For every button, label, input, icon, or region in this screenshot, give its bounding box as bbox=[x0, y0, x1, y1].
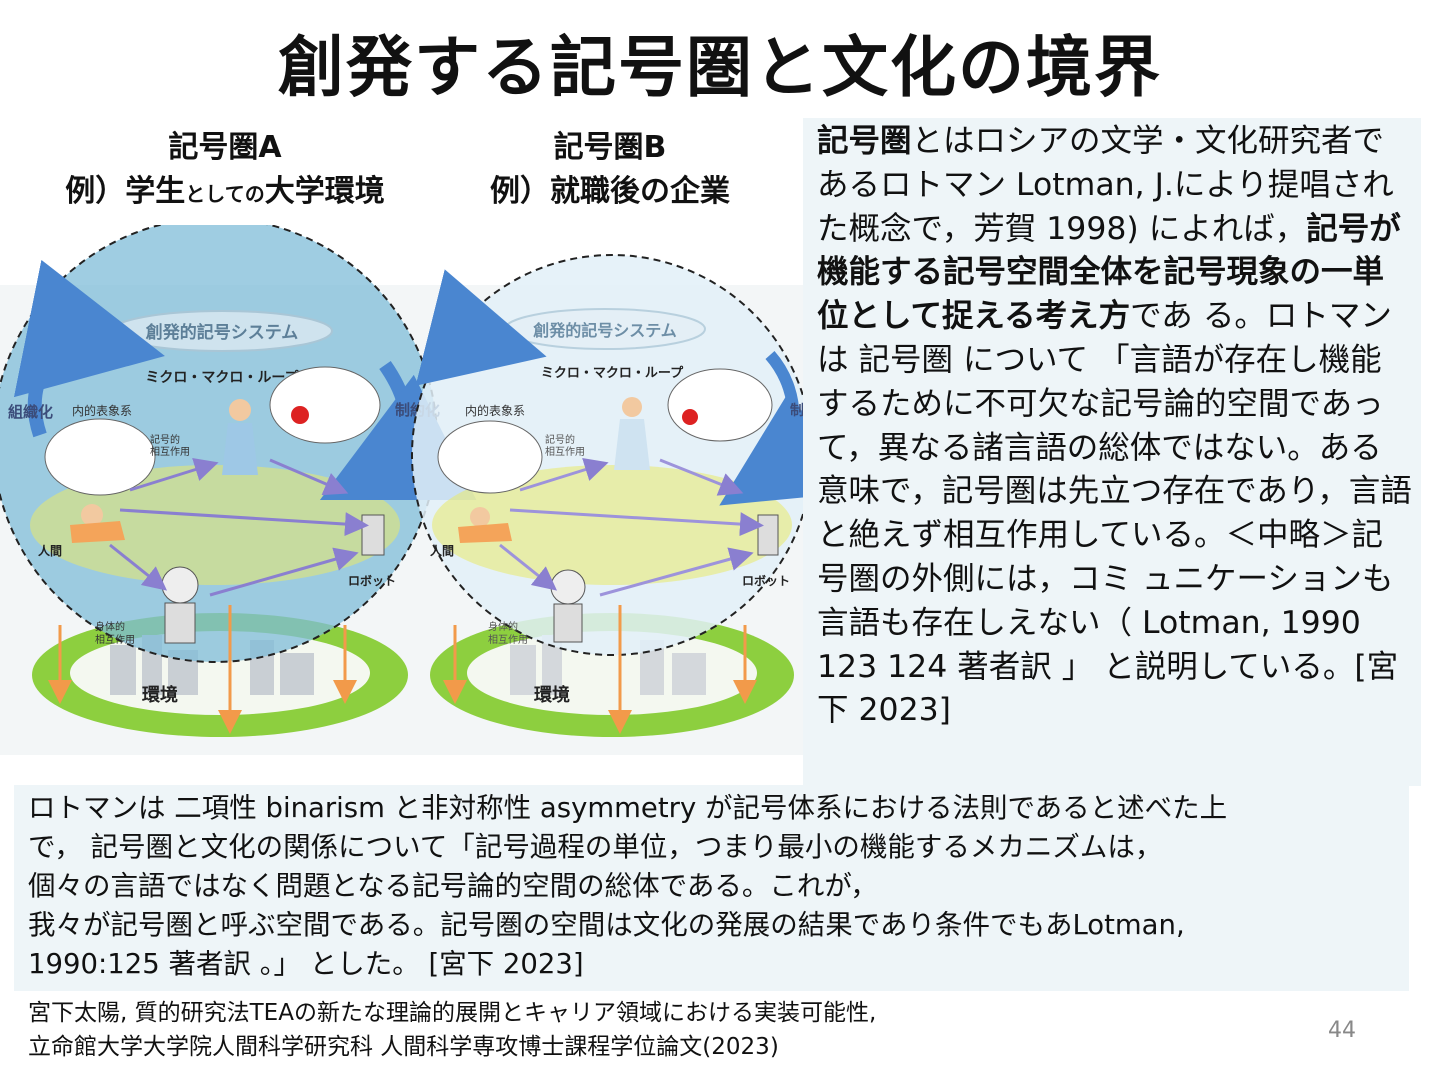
semiosphere-diagram: 創発的記号システム ミクロ・マクロ・ループ 組織化 制約化 内的表象系 人間 ロ… bbox=[0, 225, 830, 785]
inner-label-b: 内的表象系 bbox=[465, 403, 525, 418]
banner-text-a: 創発的記号システム bbox=[145, 322, 299, 343]
reference-line-2: 立命館大学大学院人間科学研究科 人間科学専攻博士課程学位論文(2023) bbox=[28, 1030, 876, 1064]
lotman-culture-box: ロトマンは 二項性 binarism と非対称性 asymmetry が記号体系… bbox=[14, 785, 1409, 991]
human-label-a: 人間 bbox=[38, 543, 62, 558]
banner-text-b: 創発的記号システム bbox=[532, 321, 677, 340]
sphere-b-label: 記号圏B 例）就職後の企業 bbox=[455, 126, 765, 214]
semiotic-label-b: 記号的 bbox=[545, 433, 575, 446]
semiosphere-definition-box: 記号圏とはロシアの文学・文化研究者であるロトマン Lotman, J.により提唱… bbox=[803, 118, 1421, 786]
page-number: 44 bbox=[1328, 1018, 1356, 1043]
bottom-line-3: 個々の言語ではなく問題となる記号論的空間の総体である。これが， bbox=[28, 867, 1395, 906]
physical-mutual-label-a: 相互作用 bbox=[95, 633, 135, 646]
reference-line-1: 宮下太陽, 質的研究法TEAの新たな理論的展開とキャリア領域における実装可能性, bbox=[28, 996, 876, 1030]
sphere-a-example: 例）学生としての大学環境 bbox=[20, 170, 430, 216]
sphere-b-name: 記号圏B bbox=[455, 126, 765, 170]
bottom-line-2: で， 記号圏と文化の関係について「記号過程の単位，つまり最小の機能するメカニズム… bbox=[28, 828, 1395, 867]
bottom-line-1: ロトマンは 二項性 binarism と非対称性 asymmetry が記号体系… bbox=[28, 789, 1395, 828]
diagram-svg: 創発的記号システム ミクロ・マクロ・ループ 組織化 制約化 内的表象系 人間 ロ… bbox=[0, 225, 830, 785]
sphere-a-name: 記号圏A bbox=[20, 126, 430, 170]
organize-label-a: 組織化 bbox=[8, 403, 53, 421]
definition-quote: であ る。ロトマンは 記号圏 について 「言語が存在し機能するために不可欠な記号… bbox=[817, 298, 1412, 728]
sphere-b-example: 例）就職後の企業 bbox=[455, 170, 765, 214]
bottom-line-4: 我々が記号圏と呼ぶ空間である。記号圏の空間は文化の発展の結果であり条件でもあLo… bbox=[28, 906, 1395, 945]
human-label-b: 人間 bbox=[430, 543, 454, 558]
definition-term: 記号圏 bbox=[817, 123, 912, 159]
robot-figure-a bbox=[162, 567, 198, 603]
robot-figure-b bbox=[551, 570, 585, 604]
environment-label-b: 環境 bbox=[534, 684, 570, 706]
child-figure-a bbox=[229, 399, 251, 421]
mutual-label-a: 相互作用 bbox=[150, 445, 190, 458]
loop-text-b: ミクロ・マクロ・ループ bbox=[541, 366, 684, 381]
physical-label-a: 身体的 bbox=[95, 620, 125, 633]
ball-icon-a bbox=[291, 406, 309, 424]
child-figure-b bbox=[622, 397, 642, 417]
robot-small-b bbox=[758, 515, 778, 555]
robot-small-a bbox=[362, 515, 384, 555]
sphere-a-graphic: 創発的記号システム ミクロ・マクロ・ループ 組織化 制約化 内的表象系 人間 ロ… bbox=[0, 225, 440, 737]
semiotic-label-a: 記号的 bbox=[150, 433, 180, 446]
bottom-line-5: 1990:125 著者訳 。」 とした。 [宮下 2023] bbox=[28, 945, 1395, 984]
robot-label-a: ロボット bbox=[348, 573, 396, 588]
sphere-a-label: 記号圏A 例）学生としての大学環境 bbox=[20, 126, 430, 216]
robot-label-b: ロボット bbox=[742, 573, 790, 588]
slide-title: 創発する記号圏と文化の境界 bbox=[0, 14, 1440, 110]
reference-citation: 宮下太陽, 質的研究法TEAの新たな理論的展開とキャリア領域における実装可能性,… bbox=[28, 996, 876, 1064]
baby-figure-b bbox=[470, 507, 490, 527]
physical-label-b: 身体的 bbox=[488, 620, 518, 633]
inner-label-a: 内的表象系 bbox=[72, 403, 132, 418]
mutual-label-b: 相互作用 bbox=[545, 445, 585, 458]
physical-mutual-label-b: 相互作用 bbox=[488, 633, 528, 646]
ball-icon-b bbox=[682, 409, 698, 425]
environment-label-a: 環境 bbox=[142, 684, 178, 706]
loop-text-a: ミクロ・マクロ・ループ bbox=[145, 370, 299, 386]
